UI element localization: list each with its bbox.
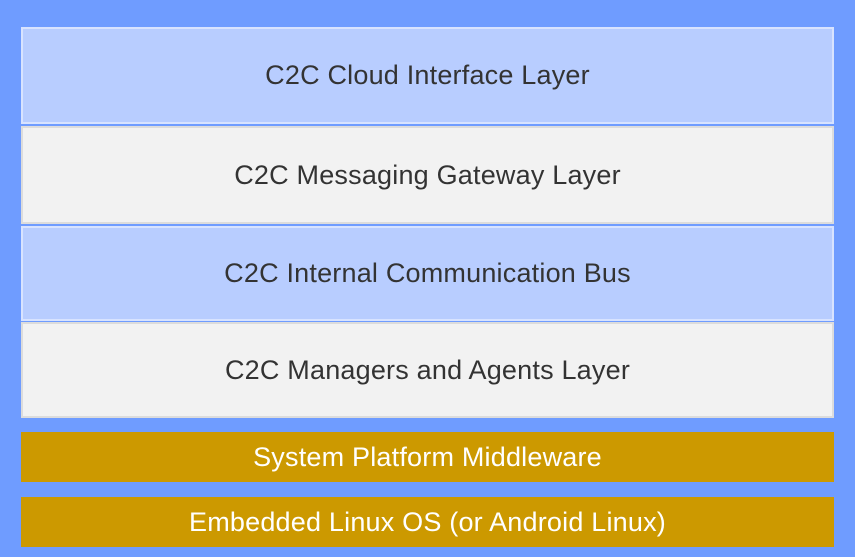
- internal-communication-bus-label: C2C Internal Communication Bus: [224, 258, 631, 288]
- embedded-linux-os: Embedded Linux OS (or Android Linux): [21, 497, 834, 547]
- managers-agents-layer-label: C2C Managers and Agents Layer: [224, 354, 631, 385]
- messaging-gateway-layer: C2C Messaging Gateway Layer: [21, 126, 834, 224]
- system-platform-middleware: System Platform Middleware: [21, 432, 834, 482]
- cloud-interface-layer: C2C Cloud Interface Layer: [21, 27, 834, 124]
- managers-agents-layer: C2C Managers and Agents Layer: [21, 322, 834, 418]
- messaging-gateway-layer-label: C2C Messaging Gateway Layer: [234, 159, 621, 190]
- embedded-linux-os-label: Embedded Linux OS (or Android Linux): [189, 506, 666, 537]
- internal-communication-bus: C2C Internal Communication Bus: [21, 226, 834, 321]
- system-platform-middleware-label: System Platform Middleware: [253, 441, 602, 472]
- cloud-interface-layer-label: C2C Cloud Interface Layer: [265, 60, 590, 90]
